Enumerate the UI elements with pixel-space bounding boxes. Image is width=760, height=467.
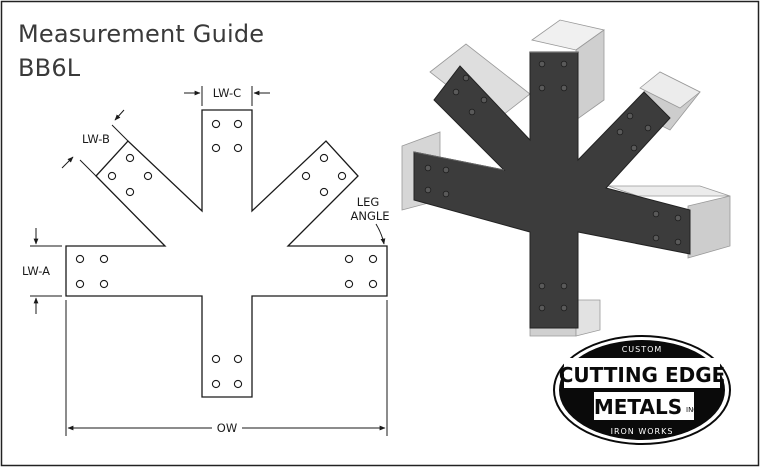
logo-line1-text: CUTTING EDGE [559,363,726,387]
logo-custom-text: CUSTOM [622,345,663,354]
dimension-lw-a [30,228,62,314]
leg-angle-label-line1: LEG [357,195,380,209]
logo-ironworks-text: IRON WORKS [611,427,674,436]
model-number: BB6L [18,54,81,82]
cutting-edge-metals-logo: CUSTOM CUTTING EDGE METALS INC. IRON WOR… [553,335,731,445]
leg-angle-arrow [375,223,386,245]
lw-a-label: LW-A [22,264,50,278]
bolt-holes [75,119,378,389]
lw-c-label: LW-C [213,86,241,100]
dimension-ow [65,300,388,436]
dimension-lw-b [61,109,129,177]
bracket-3d-render [401,19,731,337]
flat-bracket-outline [65,109,388,398]
page-title: Measurement Guide [18,20,265,48]
ow-label: OW [217,421,237,435]
logo-line2-text: METALS [594,395,682,419]
logo-inc-text: INC. [686,406,700,414]
dimension-lw-c [184,86,270,106]
lw-b-label: LW-B [82,132,110,146]
leg-angle-label-line2: ANGLE [350,209,389,223]
